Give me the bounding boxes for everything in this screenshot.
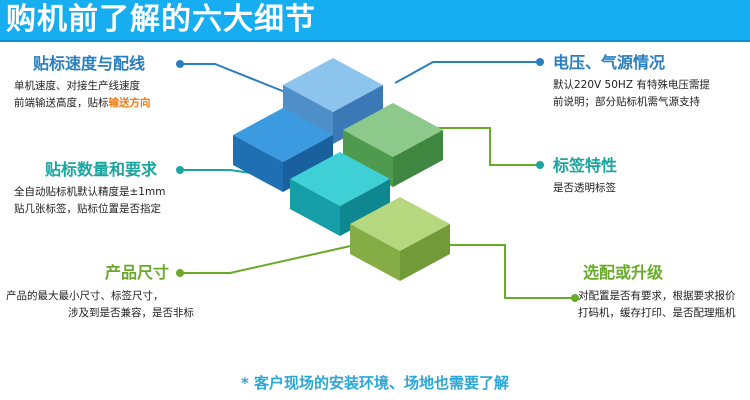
text-voltage-line1: 默认220V 50HZ 有特殊电压需提 <box>553 79 710 91</box>
connector-product-size <box>180 244 356 274</box>
dot-options <box>571 294 579 302</box>
text-quantity-line1: 全自动贴标机默认精度是±1mm <box>14 186 166 198</box>
text-options-line2: 打码机，缓存打印、是否配理瓶机 <box>578 307 736 319</box>
connector-voltage <box>394 61 540 84</box>
block-cyan <box>290 152 390 236</box>
dot-product-size <box>176 269 184 277</box>
text-quantity-line2: 贴几张标签，贴标位置是否指定 <box>14 203 161 215</box>
connector-label-features <box>425 127 540 166</box>
dot-speed <box>176 60 184 68</box>
text-conveying-direction-highlight: 输送方向 <box>108 97 151 109</box>
text-voltage-line2: 前说明；部分贴标机需气源支持 <box>553 96 700 108</box>
block-green <box>343 103 443 187</box>
text-labeling-speed-line2-prefix: 前端输送高度，贴标 <box>14 97 109 109</box>
connector-speed <box>180 63 301 99</box>
heading-label-features: 标签特性 <box>553 156 618 175</box>
text-labeling-speed-line2: 前端输送高度，贴标输送方向 <box>14 95 151 112</box>
title-banner: 购机前了解的六大细节 <box>0 0 750 42</box>
heading-product-size: 产品尺寸 <box>105 263 170 282</box>
heading-options-upgrade: 选配或升级 <box>583 263 664 282</box>
footer-note: * 客户现场的安装环境、场地也需要了解 <box>240 374 510 392</box>
connector-options <box>420 244 575 299</box>
banner-title: 购机前了解的六大细节 <box>6 2 316 37</box>
heading-quantity-requirements: 贴标数量和要求 <box>45 160 158 179</box>
text-options-line1: 对配置是否有要求，根据要求报价 <box>578 290 736 302</box>
text-product-size-line2: 涉及到是否兼容，是否非标 <box>68 307 194 319</box>
dot-quantity <box>176 166 184 174</box>
dot-voltage <box>536 58 544 66</box>
text-labeling-speed-line1: 单机速度、对接生产线速度 <box>14 80 140 92</box>
heading-labeling-speed: 贴标速度与配线 <box>33 54 146 73</box>
text-label-features-line1: 是否透明标签 <box>553 182 616 194</box>
text-product-size-line1: 产品的最大最小尺寸、标签尺寸， <box>6 290 164 302</box>
dot-label-features <box>536 161 544 169</box>
block-lime <box>350 197 450 281</box>
heading-voltage-air: 电压、气源情况 <box>553 53 666 72</box>
